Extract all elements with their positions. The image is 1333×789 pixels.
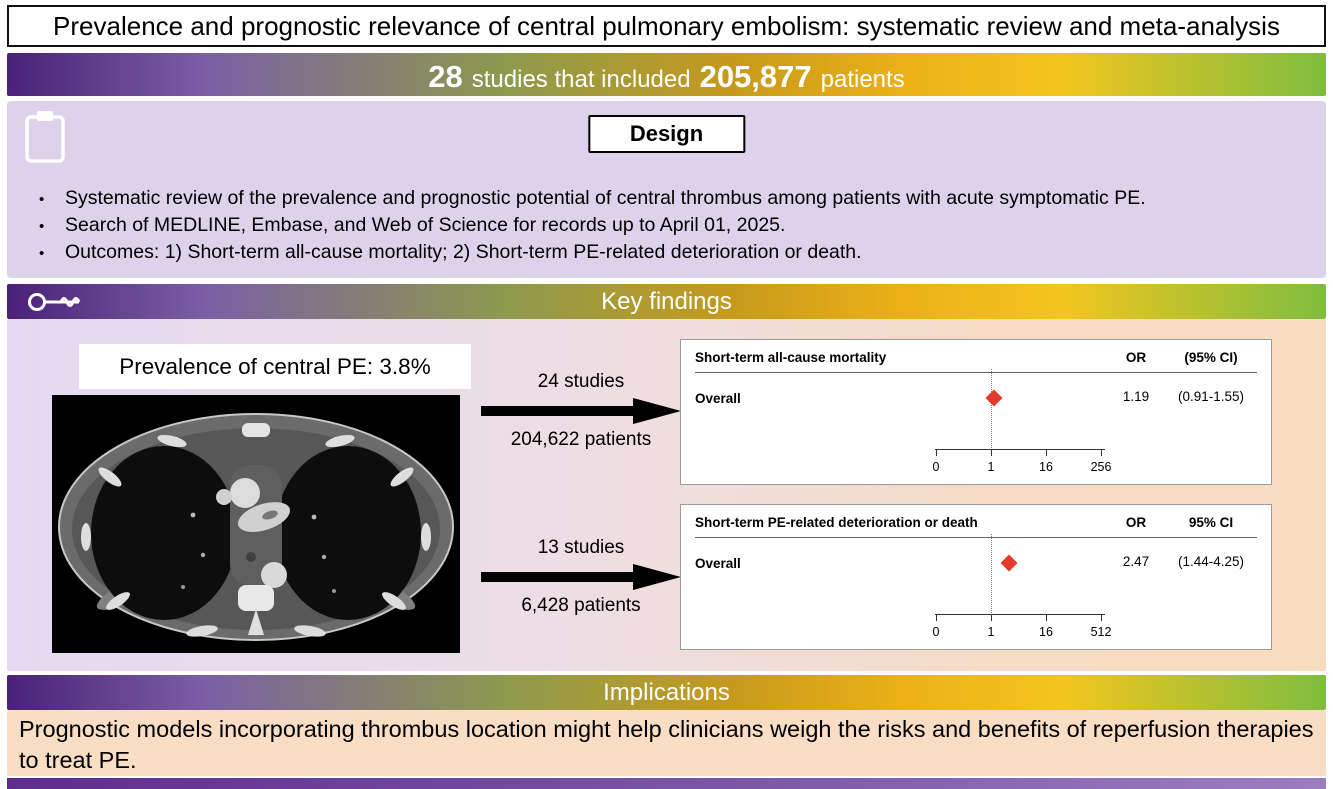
forest-plot-mortality: Short-term all-cause mortality OR (95% C… [680,339,1272,485]
prevalence-box: Prevalence of central PE: 3.8% [79,344,471,389]
arrow2-patients-label: 6,428 patients [521,595,641,616]
forest-plot-header: Short-term PE-related deterioration or d… [695,515,1257,530]
page-title: Prevalence and prognostic relevance of c… [7,5,1326,47]
bottom-bar [7,778,1326,789]
ct-scan-image [52,395,460,653]
key-findings-banner: Key findings [7,284,1326,319]
overall-row-label: Overall [695,556,741,571]
axis-line [935,614,1105,615]
arrow-right-icon [481,398,681,424]
forest-plot-axis: 0 1 16 256 [932,369,1111,476]
design-bullet-2: Search of MEDLINE, Embase, and Web of Sc… [39,212,1306,240]
key-findings-body: Prevalence of central PE: 3.8% [7,319,1326,671]
effect-diamond-marker [985,389,1003,407]
reference-line [991,369,992,450]
forest-plot-deterioration: Short-term PE-related deterioration or d… [680,504,1272,650]
implications-banner: Implications [7,675,1326,710]
design-heading: Design [587,115,746,153]
axis-tick-label: 0 [932,460,940,474]
forest-plot-body: Overall 0 1 16 256 1.19 (0.91-1.55) [695,369,1257,478]
design-bullet-3: Outcomes: 1) Short-term all-cause mortal… [39,239,1306,267]
or-value: 2.47 [1122,554,1150,569]
reference-line [991,534,992,615]
effect-diamond-marker [1000,554,1018,572]
patients-count: 205,877 [699,59,812,94]
ci-value: (1.44-4.25) [1177,554,1245,569]
divider [695,537,1257,538]
design-section: Design Systematic review of the prevalen… [7,101,1326,278]
or-value: 1.19 [1122,389,1150,404]
ci-value: (0.91-1.55) [1177,389,1245,404]
arrow-group-2: 13 studies 6,428 patients [475,537,687,617]
forest-plot-axis: 0 1 16 512 [932,534,1111,641]
summary-banner-text: studies that included [471,66,691,93]
arrow-group-1: 24 studies 204,622 patients [475,371,687,451]
or-column-header: OR [1125,350,1147,365]
divider [695,372,1257,373]
or-column-header: OR [1125,515,1147,530]
arrow-right-icon [481,564,681,590]
ci-column-header: 95% CI [1188,515,1234,530]
implications-text: Prognostic models incorporating thrombus… [7,710,1326,776]
key-findings-heading: Key findings [601,287,732,315]
implications-heading: Implications [603,678,730,706]
overall-row-label: Overall [695,391,741,406]
axis-tick-label: 16 [1039,625,1053,639]
forest-plot-title: Short-term all-cause mortality [695,350,887,365]
design-bullets: Systematic review of the prevalence and … [39,185,1306,267]
axis-tick-label: 16 [1039,460,1053,474]
clipboard-icon [23,109,67,170]
forest-plot-header: Short-term all-cause mortality OR (95% C… [695,350,1257,365]
summary-banner-text-2: patients [820,66,905,93]
forest-plot-title: Short-term PE-related deterioration or d… [695,515,978,530]
axis-tick-label: 256 [1090,460,1112,474]
axis-tick-label: 1 [987,460,995,474]
arrow2-studies-label: 13 studies [537,537,625,558]
axis-tick-label: 512 [1090,625,1112,639]
arrow1-studies-label: 24 studies [537,371,625,392]
axis-tick-label: 0 [932,625,940,639]
summary-banner: 28 studies that included 205,877 patient… [7,53,1326,96]
key-icon [27,289,87,322]
axis-tick-label: 1 [987,625,995,639]
forest-plot-body: Overall 0 1 16 512 2.47 (1.44-4.25) [695,534,1257,643]
studies-count: 28 [428,59,463,94]
axis-line [935,449,1105,450]
arrow1-patients-label: 204,622 patients [510,429,652,450]
ci-column-header: (95% CI) [1184,350,1238,365]
design-bullet-1: Systematic review of the prevalence and … [39,185,1306,213]
